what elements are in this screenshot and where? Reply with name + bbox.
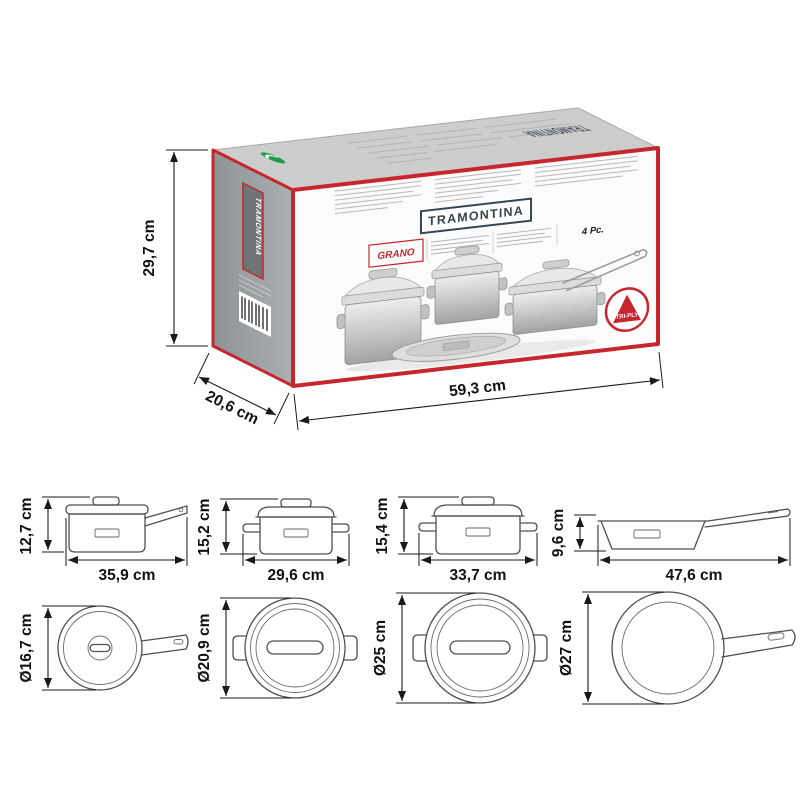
dim-casserole-large-diameter: Ø25 cm xyxy=(372,592,476,704)
line-name-box xyxy=(368,238,424,268)
frying-pan-diameter-label: Ø27 cm xyxy=(558,620,575,676)
casserole-large-side-view: 15,4 cm 33,7 cm xyxy=(374,496,538,584)
saucepan-top-view: Ø16,7 cm xyxy=(18,605,189,691)
dim-frying-pan-width: 47,6 cm xyxy=(597,518,791,584)
dim-casserole-large-height: 15,4 cm xyxy=(374,496,459,555)
pieces-label: 4 Pc. xyxy=(581,224,604,238)
photo-pan-handle xyxy=(562,248,648,292)
frying-pan-width-label: 47,6 cm xyxy=(666,567,723,584)
saucepan-side-view: 12,7 cm 35,9 cm xyxy=(18,496,188,584)
line-name: GRANO xyxy=(377,247,414,262)
casserole-small-top-view: Ø20,9 cm xyxy=(196,597,358,699)
dim-casserole-small-width: 29,6 cm xyxy=(242,534,350,584)
dim-saucepan-height: 12,7 cm xyxy=(18,496,90,555)
dim-saucepan-diameter: Ø16,7 cm xyxy=(18,605,96,691)
dim-casserole-small-diameter: Ø20,9 cm xyxy=(196,597,291,699)
side-red-trim xyxy=(211,148,295,388)
badge-label: TRI-PLY xyxy=(616,312,639,321)
saucepan-diameter-label: Ø16,7 cm xyxy=(18,614,35,683)
casserole-large-diameter-label: Ø25 cm xyxy=(372,620,389,676)
casserole-large-top-view: Ø25 cm xyxy=(372,592,548,704)
box-height-label: 29,7 cm xyxy=(141,220,158,277)
box-width-label: 59,3 cm xyxy=(448,377,506,400)
brand-plate xyxy=(420,197,532,235)
saucepan-width-label: 35,9 cm xyxy=(99,567,156,584)
spec-lines xyxy=(431,227,551,255)
tri-ply-badge: TRI-PLY xyxy=(604,287,650,332)
frying-pan-side-view: 9,6 cm 47,6 cm xyxy=(550,508,791,584)
box-side-brand: TRAMONTINA xyxy=(254,196,262,259)
dim-frying-pan-diameter: Ø27 cm xyxy=(558,591,664,705)
saucepan-height-label: 12,7 cm xyxy=(18,498,35,555)
box-front-artwork: TRAMONTINA GRANO 4 Pc. xyxy=(335,155,650,372)
casserole-small-height-label: 15,2 cm xyxy=(196,499,213,556)
dim-casserole-small-height: 15,2 cm xyxy=(196,498,278,556)
dim-box-width: 59,3 cm xyxy=(293,351,664,431)
side-brand-box xyxy=(242,181,264,281)
fine-print-lines xyxy=(335,155,638,215)
dim-frying-pan-height: 9,6 cm xyxy=(550,509,606,557)
frying-pan-height-label: 9,6 cm xyxy=(550,509,567,557)
box-top-face xyxy=(213,108,658,190)
casserole-small-side-view: 15,2 cm 29,6 cm xyxy=(196,498,350,584)
package-box: TRAMONTINA TRAMONTINA TRAMONTINA xyxy=(211,107,660,388)
photo-pot-right xyxy=(504,259,606,335)
dim-box-height: 29,7 cm xyxy=(141,149,208,347)
casserole-large-width-label: 33,7 cm xyxy=(450,567,507,584)
box-side-artwork: TRAMONTINA xyxy=(239,181,271,337)
dim-casserole-large-width: 33,7 cm xyxy=(418,533,538,584)
frying-pan-top-view: Ø27 cm xyxy=(558,591,796,705)
photo-frying-pan xyxy=(391,332,521,362)
casserole-large-height-label: 15,4 cm xyxy=(374,498,391,555)
casserole-small-diameter-label: Ø20,9 cm xyxy=(196,614,213,683)
dim-saucepan-width: 35,9 cm xyxy=(65,517,188,584)
photo-pot-back xyxy=(426,245,508,325)
casserole-small-width-label: 29,6 cm xyxy=(268,567,325,584)
